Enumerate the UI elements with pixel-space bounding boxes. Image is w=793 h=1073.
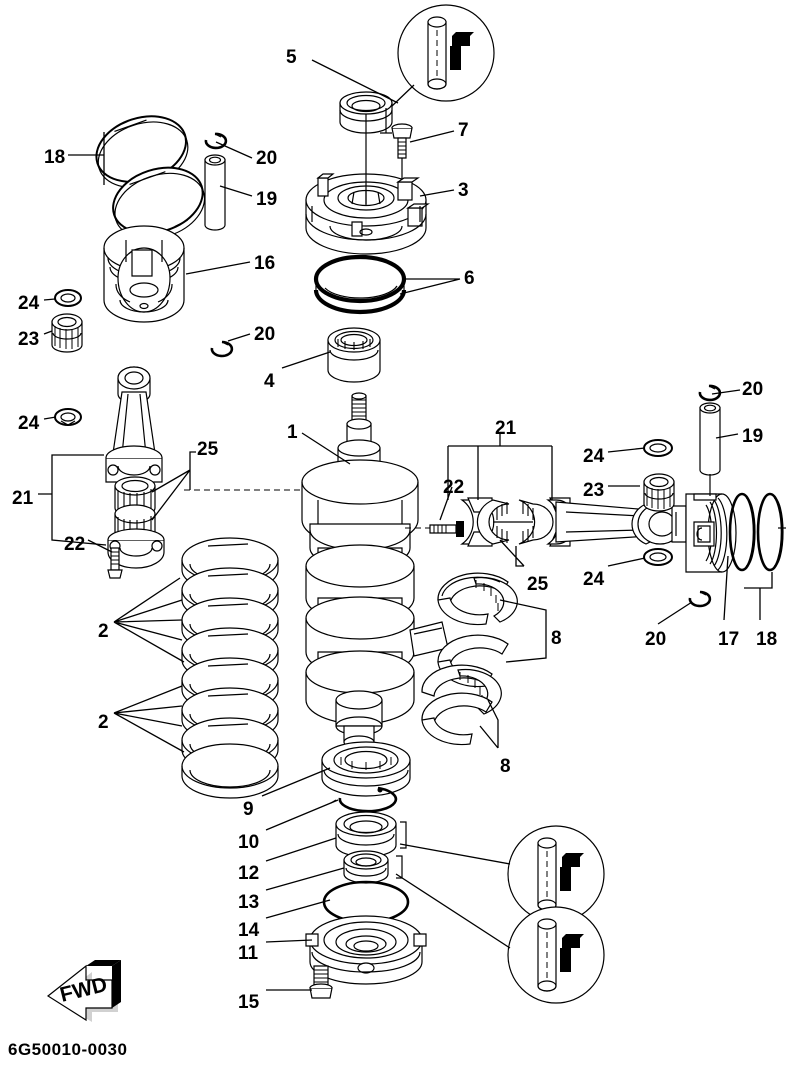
piston-right-17 xyxy=(685,493,737,573)
callout-23-left: 23 xyxy=(18,329,40,350)
callout-20-mid-left: 20 xyxy=(254,324,276,345)
callout-25-left: 25 xyxy=(197,439,219,460)
washer-right-lower xyxy=(643,548,673,566)
callout-16: 16 xyxy=(254,253,276,274)
split-bearing-8-lower xyxy=(421,664,502,746)
washer-right-upper xyxy=(643,439,673,457)
washer-upper-left xyxy=(54,289,82,307)
bolt-7 xyxy=(391,123,413,200)
callout-6: 6 xyxy=(464,268,475,289)
callout-18-right: 18 xyxy=(756,629,778,650)
rod-bolt-left xyxy=(107,547,123,579)
needle-bearing-right-25 xyxy=(476,499,554,545)
callout-8-upper: 8 xyxy=(551,628,562,649)
seal-ring-stack-2 xyxy=(181,537,279,799)
callout-20-right-lower: 20 xyxy=(645,629,667,650)
callout-7: 7 xyxy=(458,120,469,141)
piston-rings-right-18 xyxy=(728,492,786,572)
callout-4: 4 xyxy=(264,371,275,392)
callout-2-upper: 2 xyxy=(98,621,109,642)
bracket-12 xyxy=(400,821,407,849)
connecting-rod-right xyxy=(546,497,687,547)
callout-19-left: 19 xyxy=(256,189,278,210)
callout-22-right: 22 xyxy=(443,477,465,498)
callout-19-right: 19 xyxy=(742,426,764,447)
callout-25-right: 25 xyxy=(527,574,549,595)
callout-10: 10 xyxy=(238,832,260,853)
callout-15: 15 xyxy=(238,992,260,1013)
callout-24-right-lower: 24 xyxy=(583,569,605,590)
callout-24-upper-left: 24 xyxy=(18,293,40,314)
callout-23-right: 23 xyxy=(583,480,605,501)
callout-12: 12 xyxy=(238,863,260,884)
o-rings-6 xyxy=(313,254,407,315)
lower-housing-11 xyxy=(305,915,427,985)
small-end-bearing-right-23 xyxy=(643,473,675,512)
callout-13: 13 xyxy=(238,892,260,913)
small-end-bearing-left xyxy=(51,313,83,353)
callout-22-left: 22 xyxy=(64,534,86,555)
callout-20-right-upper: 20 xyxy=(742,379,764,400)
diagram-part-number: 6G50010-0030 xyxy=(8,1040,128,1059)
washer-lower-left xyxy=(54,408,82,426)
rod-bolt-right-22 xyxy=(429,521,464,537)
piston-left xyxy=(103,225,185,323)
circlip-upper-left xyxy=(204,132,228,150)
upper-bearing-housing-3 xyxy=(305,173,430,255)
callout-3: 3 xyxy=(458,180,469,201)
callout-5: 5 xyxy=(286,47,297,68)
bearing-9 xyxy=(321,741,411,797)
fwd-arrow-marker: FWD xyxy=(46,960,121,1022)
rod-cap-left xyxy=(107,528,165,569)
bearing-4 xyxy=(327,327,381,383)
oil-seal-12 xyxy=(335,811,397,858)
callout-17: 17 xyxy=(718,629,740,650)
bracket-13 xyxy=(396,855,403,879)
detail-bubble-bottom xyxy=(507,906,605,1004)
piston-pin-left xyxy=(204,154,226,231)
bracket-seal-5 xyxy=(380,108,392,134)
callout-21-right: 21 xyxy=(495,418,517,439)
callout-24-right-upper: 24 xyxy=(583,446,605,467)
callout-8-lower: 8 xyxy=(500,756,511,777)
detail-bubble-top xyxy=(397,4,495,102)
detail-bubble-mid xyxy=(507,825,605,923)
oil-seal-13 xyxy=(343,850,389,884)
callout-1: 1 xyxy=(287,422,298,443)
callout-24-lower-left: 24 xyxy=(18,413,40,434)
piston-pin-right-19 xyxy=(699,402,721,496)
callout-11: 11 xyxy=(238,943,259,964)
callout-20-top-left: 20 xyxy=(256,148,278,169)
bolt-15 xyxy=(309,965,333,999)
callout-2-lower: 2 xyxy=(98,712,109,733)
circlip-lower-left xyxy=(210,340,234,358)
callout-9: 9 xyxy=(243,799,254,820)
callout-18-left: 18 xyxy=(44,147,66,168)
circlip-right-upper-20 xyxy=(698,384,722,402)
callout-14: 14 xyxy=(238,920,260,941)
connecting-rod-left xyxy=(105,366,163,483)
crankshaft-1 xyxy=(301,392,449,749)
callout-21-left: 21 xyxy=(12,488,34,509)
leader-lines xyxy=(38,59,773,991)
oil-seal-5 xyxy=(339,91,393,134)
circlip-right-lower-20 xyxy=(688,590,712,608)
